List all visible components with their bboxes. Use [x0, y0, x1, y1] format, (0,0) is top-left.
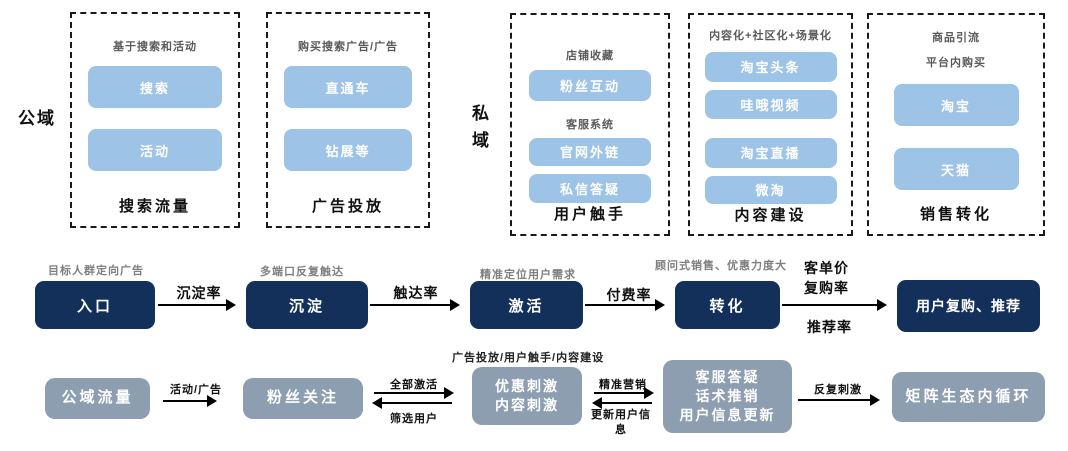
arrow-entry-to-retention	[158, 299, 236, 311]
stage-entry: 入口	[35, 281, 155, 329]
note-buy-search-ads: 购买搜索广告/广告	[297, 41, 399, 53]
stage-conversion: 转化	[675, 281, 780, 329]
group-content-building: 内容化+社区化+场景化 淘宝头条 哇哦视频 淘宝直播 微淘 内容建设	[688, 13, 853, 236]
note-search-activity: 基于搜索和活动	[113, 41, 197, 53]
chip-tmall: 天猫	[893, 148, 1019, 190]
rate-label-referral: 推荐率	[807, 319, 852, 335]
group-search-traffic: 基于搜索和活动 搜索 活动 搜索流量	[70, 12, 240, 228]
group-ad-placement: 购买搜索广告/广告 直通车 钻展等 广告投放	[266, 12, 430, 228]
note-product-traffic: 商品引流	[932, 32, 980, 44]
title-search-traffic: 搜索流量	[118, 198, 191, 215]
flow-box-stimulus: 优惠刺激 内容刺激	[472, 367, 582, 425]
arrow-service-to-matrix	[798, 394, 880, 406]
stage-retention: 沉淀	[246, 281, 368, 329]
chip-wow-video: 哇哦视频	[704, 89, 837, 119]
note-customer-service-system: 客服系统	[566, 118, 614, 131]
flow-box-matrix-loop: 矩阵生态内循环	[892, 372, 1045, 422]
rate-label-avg-order-value: 客单价	[804, 260, 849, 276]
arrow-activation-to-conversion	[585, 299, 665, 311]
label-activate-all: 全部激活	[390, 379, 438, 391]
rate-label-payment: 付费率	[606, 287, 652, 303]
stage-activation: 激活	[470, 281, 583, 329]
funnel-note-targeted-ads: 目标人群定向广告	[48, 265, 144, 277]
label-activity-ad: 活动/广告	[169, 384, 223, 396]
note-shop-favorites: 店铺收藏	[566, 50, 614, 62]
chip-activity: 活动	[88, 129, 222, 171]
chip-zhitongche: 直通车	[284, 66, 412, 108]
note-contentization: 内容化+社区化+场景化	[709, 30, 832, 42]
note-ad-touch-content: 广告投放/用户触手/内容建设	[452, 352, 605, 364]
rate-label-repurchase: 复购率	[804, 280, 849, 296]
chip-private-message-qa: 私信答疑	[529, 174, 651, 204]
arrow-service-to-stimulus	[592, 397, 652, 409]
arrow-fans-to-stimulus	[374, 387, 454, 399]
note-in-platform-purchase: 平台内购买	[926, 57, 986, 69]
chip-search: 搜索	[88, 66, 222, 108]
label-repeated-stimulus: 反复刺激	[814, 384, 862, 396]
chip-taobao-live: 淘宝直播	[704, 138, 837, 168]
arrow-public-to-fans	[163, 395, 217, 407]
chip-taobao-headlines: 淘宝头条	[704, 52, 837, 82]
arrow-stimulus-to-service	[594, 387, 654, 399]
rate-label-reach: 触达率	[393, 285, 439, 301]
flow-box-fan-follow: 粉丝关注	[243, 378, 363, 419]
title-user-touchpoints: 用户触手	[553, 206, 626, 224]
funnel-note-consultative-sales: 顾问式销售、优惠力度大	[655, 260, 787, 272]
title-ad-placement: 广告投放	[311, 198, 384, 215]
chip-fan-interaction: 粉丝互动	[529, 70, 651, 101]
title-sales-conversion: 销售转化	[919, 206, 992, 223]
region-label-private: 私 域	[472, 104, 491, 151]
label-update-user-info: 更新用户信息	[591, 409, 651, 437]
chip-weitao: 微淘	[704, 175, 837, 205]
chip-official-site-link: 官网外链	[529, 137, 651, 167]
chip-zuanzhan: 钻展等	[284, 129, 412, 171]
group-user-touchpoints: 店铺收藏 粉丝互动 客服系统 官网外链 私信答疑 用户触手	[510, 13, 670, 236]
region-label-public: 公域	[18, 109, 56, 128]
arrow-stimulus-to-fans	[372, 397, 452, 409]
arrow-retention-to-activation	[370, 299, 460, 311]
label-precise-marketing: 精准营销	[599, 379, 647, 391]
stage-repurchase-referral: 用户复购、推荐	[897, 280, 1040, 332]
title-content-building: 内容建设	[734, 207, 807, 225]
label-filter-users: 筛选用户	[390, 413, 438, 425]
arrow-conversion-to-repurchase	[782, 299, 887, 311]
group-sales-conversion: 商品引流 平台内购买 淘宝 天猫 销售转化	[867, 13, 1045, 236]
funnel-note-precise-needs: 精准定位用户需求	[480, 269, 576, 281]
chip-taobao: 淘宝	[893, 84, 1019, 126]
flow-box-public-traffic: 公域流量	[45, 378, 150, 419]
rate-label-retention: 沉淀率	[176, 285, 222, 301]
funnel-note-multi-port-reach: 多端口反复触达	[260, 266, 344, 278]
flow-box-service-update: 客服答疑 话术推销 用户信息更新	[663, 360, 792, 433]
